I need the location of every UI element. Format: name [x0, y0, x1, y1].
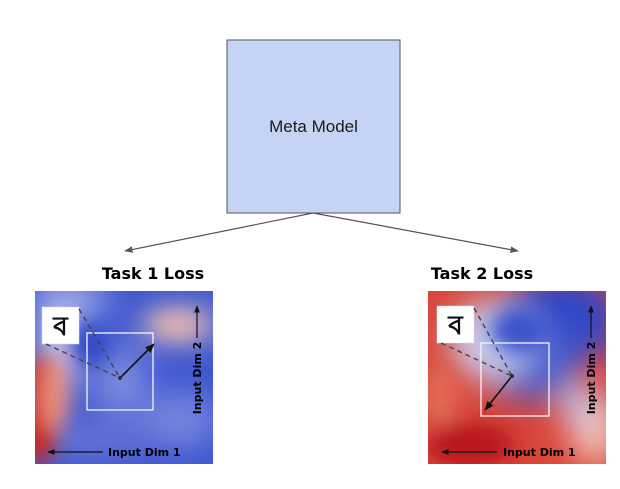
meta-model-box [226, 39, 401, 214]
task-1-y-axis-label: Input Dim 2 [191, 342, 204, 415]
task-1-handwritten-character-glyph: ব [52, 312, 69, 342]
task-2-point [510, 374, 514, 378]
task-1-loss-heatmap [35, 291, 213, 464]
arrow-to-task-2 [312, 212, 519, 253]
task-2-y-axis-label: Input Dim 2 [585, 342, 598, 415]
arrow-to-task-1 [124, 212, 314, 253]
task-1-title: Task 1 Loss [102, 264, 204, 283]
task-1-handwritten-character-icon [41, 306, 80, 345]
task-1-gradient-arrow [119, 343, 155, 379]
task-2-projection-line-top [473, 307, 513, 377]
task-2-projection-line-bottom [440, 342, 513, 377]
task-1-x-axis-label: Input Dim 1 [108, 446, 181, 459]
task-2-local-region [480, 342, 550, 417]
task-1-projection-line-top [78, 308, 121, 379]
task-2-gradient-arrow [484, 375, 513, 411]
task-2-handwritten-character-icon [436, 305, 475, 344]
task-1-projection-line-bottom [45, 343, 121, 379]
task-1-point [118, 376, 122, 380]
task-1-local-region [86, 332, 154, 411]
task-2-x-axis-label: Input Dim 1 [503, 446, 576, 459]
task-2-loss-heatmap [428, 291, 606, 464]
task-2-handwritten-character-glyph: ব [447, 311, 464, 341]
meta-model-label: Meta Model [269, 117, 358, 136]
task-2-title: Task 2 Loss [431, 264, 533, 283]
